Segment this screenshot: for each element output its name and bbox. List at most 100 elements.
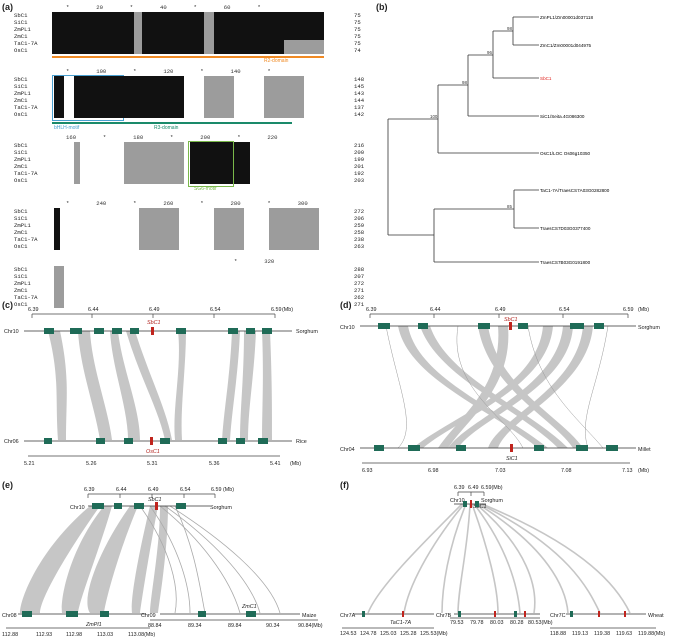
axis-tick-label: 125.28 (400, 631, 417, 637)
seq-end-position: 206 (354, 215, 365, 222)
axis-tick-label: 6.59 (211, 487, 222, 493)
similar-shading (124, 142, 184, 184)
gene-label: ZmC1 (241, 604, 257, 610)
axis-tick-label: 6.98 (428, 468, 439, 474)
bootstrap-value: 98 (462, 80, 467, 85)
axis-tick-label: 5.36 (209, 461, 220, 467)
seq-end-position: 271 (354, 287, 365, 294)
synteny-plot-f: 6.39 6.49 6.59(Mb) Chr10 Sorghum SbC1 Ch… (340, 485, 665, 637)
axis-tick-label: 118.88 (550, 631, 566, 637)
axis-tick-label: 125.53(Mb) (420, 631, 448, 637)
synteny-panel-d: (d) 6.39 6.44 6.49 6.54 6.5 (338, 298, 676, 478)
panel-label-f: (f) (340, 480, 349, 490)
chromosome-label: Chr06 (4, 439, 19, 445)
phylogenetic-tree: ZmPL1/Zm00001d037118 ZmC1/Zm00001d044975… (387, 15, 610, 265)
seq-end-position: 272 (354, 208, 365, 215)
collinear-links (48, 331, 272, 440)
seq-name: OsC1 (14, 301, 28, 308)
tree-leaf-label-highlighted: SbC1 (540, 76, 552, 81)
seq-name: OsC1 (14, 47, 28, 54)
axis-tick-label: 5.26 (86, 461, 97, 467)
conserved-shading (54, 208, 60, 250)
axis-tick-label: 6.39 (28, 307, 39, 313)
tree-leaf-label: OsC1/LOC Os06g10350 (540, 151, 590, 156)
r3-domain-label: R3-domain (154, 125, 179, 131)
synteny-plot-e: 6.39 6.44 6.49 6.54 6.59 (Mb) Chr10 Sorg… (2, 487, 323, 638)
seq-end-position: 75 (354, 26, 361, 33)
axis-tick-label: 6.49 (148, 487, 159, 493)
axis-tick-label: 6.44 (430, 307, 441, 313)
seq-end-position: 142 (354, 111, 365, 118)
species-label: Maize (302, 613, 316, 619)
r2-domain-bar (52, 56, 324, 58)
osc1-gene-marker (150, 437, 153, 445)
gene-label: TaC1-7A (390, 620, 411, 626)
axis-tick-label: 6.39 (454, 485, 465, 491)
seq-name: ZmC1 (14, 97, 28, 104)
collinear-links (20, 506, 168, 613)
r3-domain-bar (52, 122, 292, 124)
top-scale-axis (457, 491, 485, 496)
tree-leaf-label: SiC1/Seita.4G086300 (540, 114, 585, 119)
similar-shading (204, 76, 234, 118)
axis-tick-label: 124.53 (340, 631, 357, 637)
species-label: Sorghum (210, 505, 232, 511)
wheat-gene-marker (524, 611, 526, 617)
seq-name: ZmPL1 (14, 90, 31, 97)
gene-label: SbC1 (504, 317, 518, 323)
seq-name: ZmC1 (14, 229, 28, 236)
seq-name: ZmPL1 (14, 222, 31, 229)
axis-unit: (Mb) (282, 307, 293, 313)
gene-label: SiC1 (506, 456, 518, 462)
axis-tick-label: 125.03 (380, 631, 397, 637)
chromosome-label: Chr04 (340, 447, 355, 453)
panel-label-d: (d) (340, 300, 352, 310)
species-label: Sorghum (638, 325, 660, 331)
gene-label: SbC1 (147, 320, 161, 326)
axis-tick-label: 80.53(Mb) (528, 620, 553, 626)
axis-tick-label: 6.49 (495, 307, 506, 313)
seq-name: SiC1 (14, 83, 28, 90)
chromosome-label: Chr10 (4, 329, 19, 335)
axis-tick-label: 89.84 (228, 623, 242, 629)
seq-end-position: 145 (354, 83, 365, 90)
axis-tick-label: 89.34 (188, 623, 202, 629)
axis-tick-label: 6.59 (623, 307, 634, 313)
seq-end-position: 74 (354, 47, 361, 54)
axis-tick-label: 6.59 (271, 307, 282, 313)
axis-tick-label: 5.31 (147, 461, 158, 467)
seq-end-position: 199 (354, 156, 365, 163)
seq-name: SiC1 (14, 215, 28, 222)
chromosome-label: Chr10 (340, 325, 355, 331)
seq-end-position: 263 (354, 243, 365, 250)
sbc1-gene-marker (509, 322, 512, 330)
axis-tick-label: 90.34 (266, 623, 280, 629)
chromosome-label: Chr10 (70, 505, 85, 511)
axis-tick-label: 80.28 (510, 620, 524, 626)
seq-name: SiC1 (14, 273, 28, 280)
seq-name: OsC1 (14, 243, 28, 250)
tree-leaf-label: ZmPL1/Zm00001d037118 (540, 15, 593, 20)
seq-end-position: 259 (354, 222, 365, 229)
bootstrap-value: 98 (507, 26, 512, 31)
seq-end-position: 258 (354, 229, 365, 236)
axis-tick-label: 6.49 (468, 485, 479, 491)
seq-end-position: 216 (354, 142, 365, 149)
sg6-motif-box (188, 141, 234, 187)
synteny-plot-d: 6.39 6.44 6.49 6.54 6.59 (Mb) Chr10 Sorg… (340, 307, 660, 474)
seq-name: SiC1 (14, 19, 28, 26)
species-label: Rice (296, 439, 307, 445)
tree-branches (387, 16, 539, 263)
conserved-shading (74, 76, 184, 118)
similar-shading (269, 208, 319, 250)
species-label: Sorghum (481, 498, 503, 504)
seq-name: SbC1 (14, 76, 28, 83)
axis-tick-label: 124.78 (360, 631, 377, 637)
axis-tick-label: 79.78 (470, 620, 484, 626)
axis-tick-label: 90.84(Mb) (298, 623, 323, 629)
gene-label: SbC1 (473, 504, 487, 510)
seq-end-position: 207 (354, 273, 365, 280)
